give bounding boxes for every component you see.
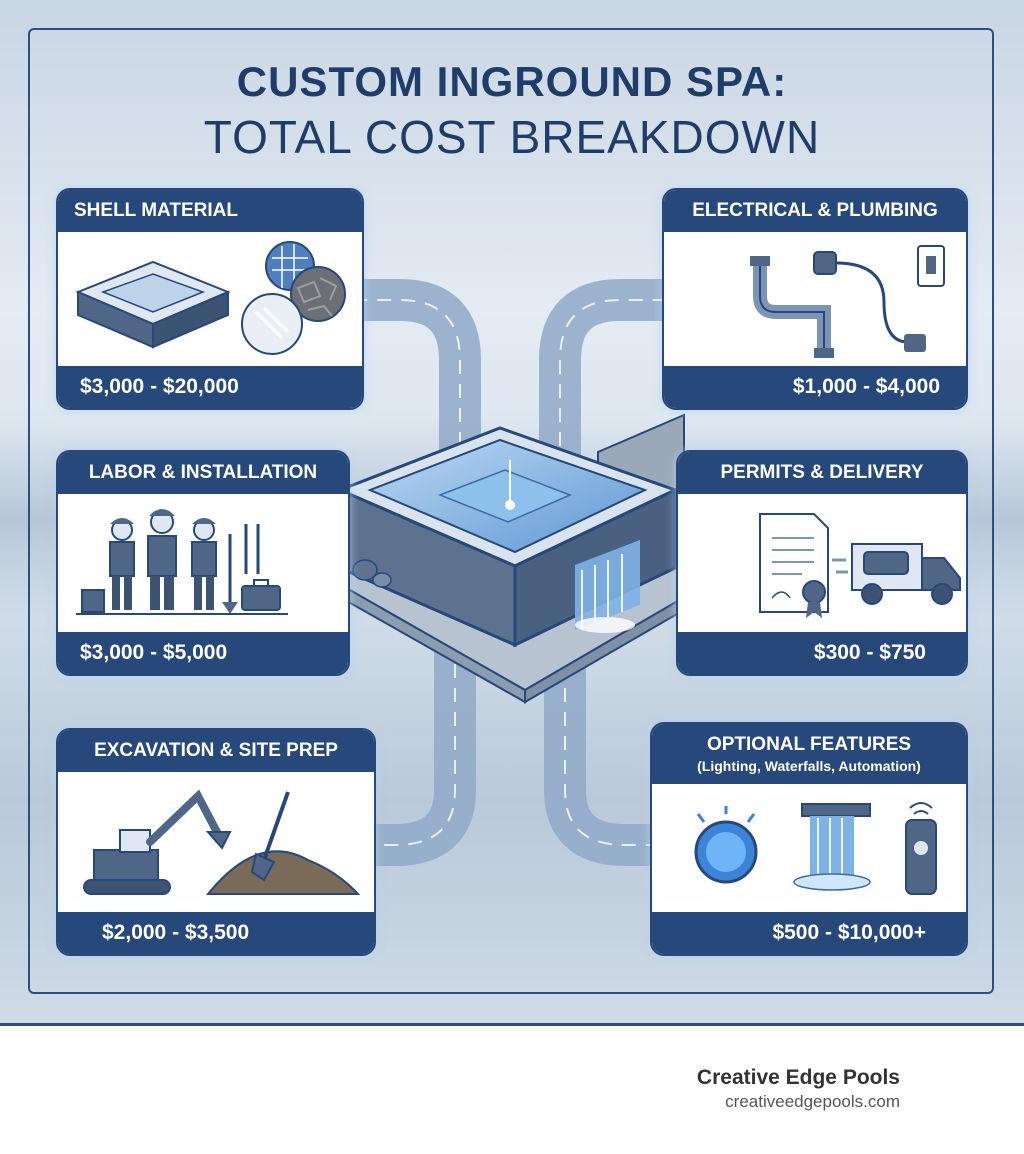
toolbox-icon	[241, 579, 281, 611]
optional-features-header: OPTIONAL FEATURES (Lighting, Waterfalls,…	[652, 724, 966, 784]
excavation-card: EXCAVATION & SITE PREP $2,000 - $3,500	[56, 728, 376, 956]
optional-features-card: OPTIONAL FEATURES (Lighting, Waterfalls,…	[650, 722, 968, 956]
optional-features-art	[652, 784, 966, 912]
shell-material-label: SHELL MATERIAL	[58, 190, 362, 232]
hot-tub-icon	[75, 260, 231, 349]
worker-icon	[191, 518, 217, 610]
electrical-plumbing-card: ELECTRICAL & PLUMBING $1,000 - $4,000	[662, 188, 968, 410]
shell-material-art	[58, 232, 362, 366]
permits-delivery-card: PERMITS & DELIVERY $300 - $750	[676, 450, 968, 676]
excavation-price: $2,000 - $3,500	[58, 912, 374, 954]
pipe-icon	[750, 256, 834, 358]
waterfall-icon	[793, 803, 871, 891]
shell-material-price: $3,000 - $20,000	[58, 366, 362, 408]
wrench-icon	[244, 524, 260, 574]
dirt-pile	[205, 850, 361, 895]
electrical-plumbing-price: $1,000 - $4,000	[664, 366, 966, 408]
excavation-art	[58, 772, 374, 912]
permits-delivery-art	[678, 494, 966, 632]
worker-icon	[147, 509, 177, 610]
bottom-divider	[0, 1023, 1024, 1026]
permits-delivery-label: PERMITS & DELIVERY	[678, 452, 966, 494]
labor-installation-art	[58, 494, 348, 632]
bucket-icon	[81, 589, 105, 613]
title-line-1: CUSTOM INGROUND SPA:	[236, 58, 788, 105]
glass-swatch-icon	[241, 293, 303, 355]
worker-icon	[109, 518, 135, 610]
delivery-truck-icon	[832, 543, 961, 605]
labor-installation-card: LABOR & INSTALLATION	[56, 450, 350, 676]
labor-installation-price: $3,000 - $5,000	[58, 632, 348, 674]
seal-icon	[802, 580, 826, 618]
excavation-label: EXCAVATION & SITE PREP	[58, 730, 374, 772]
electrical-plumbing-label: ELECTRICAL & PLUMBING	[664, 190, 966, 232]
light-switch-icon	[917, 245, 945, 287]
excavator-icon	[83, 789, 232, 895]
permits-delivery-price: $300 - $750	[678, 632, 966, 674]
stone-swatch-icon	[290, 266, 346, 322]
pool-light-icon	[694, 806, 758, 884]
optional-features-label: OPTIONAL FEATURES	[706, 734, 912, 755]
plug-icon	[813, 251, 926, 352]
title-line-2: TOTAL COST BREAKDOWN	[203, 111, 821, 163]
shovel-icon	[222, 534, 238, 614]
brand-url: creativeedgepools.com	[725, 1092, 900, 1111]
brand-block: Creative Edge Pools creativeedgepools.co…	[697, 1066, 900, 1112]
shell-material-card: SHELL MATERIAL $3,000 - $20,000	[56, 188, 364, 410]
optional-features-sublabel: (Lighting, Waterfalls, Automation)	[697, 758, 921, 774]
remote-icon	[905, 802, 937, 895]
optional-features-price: $500 - $10,000+	[652, 912, 966, 954]
labor-installation-label: LABOR & INSTALLATION	[58, 452, 348, 494]
infographic-frame	[28, 28, 994, 994]
brand-name: Creative Edge Pools	[696, 1066, 900, 1089]
electrical-plumbing-art	[664, 232, 966, 366]
shovel-icon	[250, 791, 290, 882]
